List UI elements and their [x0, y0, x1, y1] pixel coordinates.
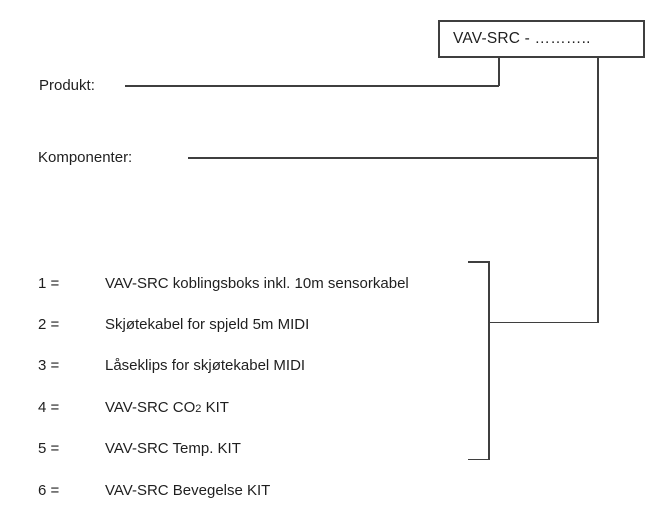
- component-description-text: VAV-SRC koblingsboks inkl. 10m sensorkab…: [105, 274, 409, 292]
- component-row: 2 = Skjøtekabel for spjeld 5m MIDI: [38, 316, 309, 333]
- bracket-connector-line: [489, 321, 598, 323]
- komponenter-label: Komponenter:: [38, 149, 133, 166]
- product-code-box: VAV-SRC - ………..: [438, 20, 645, 58]
- component-row: 3 = Låseklips for skjøtekabel MIDI: [38, 357, 305, 374]
- component-description-text: Låseklips for skjøtekabel MIDI: [105, 357, 306, 375]
- component-description-text: VAV-SRC CO: [105, 398, 196, 416]
- component-description-text: VAV-SRC Bevegelse KIT: [105, 481, 271, 499]
- component-bracket-top-tick: [468, 261, 489, 263]
- component-number: 3 =: [38, 357, 60, 375]
- component-description-subscript: 2: [195, 402, 202, 415]
- component-number: 6 =: [38, 481, 60, 499]
- component-row: 1 = VAV-SRC koblingsboks inkl. 10m sensor…: [38, 275, 409, 292]
- component-row: 5 = VAV-SRC Temp. KIT: [38, 440, 241, 457]
- komponenter-main-vertical-line: [597, 57, 599, 323]
- component-description: Skjøtekabel for spjeld 5m MIDI: [105, 316, 309, 333]
- component-row: 4 = VAV-SRC CO2 KIT: [38, 399, 229, 416]
- component-number: 5 =: [38, 440, 60, 458]
- component-description: VAV-SRC koblingsboks inkl. 10m sensorkab…: [105, 275, 409, 292]
- component-bracket-vertical-line: [488, 261, 490, 460]
- component-number: 4 =: [38, 398, 60, 416]
- component-row: 6 = VAV-SRC Bevegelse KIT: [38, 482, 270, 499]
- component-number: 1 =: [38, 274, 60, 292]
- component-description: Låseklips for skjøtekabel MIDI: [105, 357, 305, 374]
- component-description: VAV-SRC CO2 KIT: [105, 399, 229, 416]
- component-bracket-bottom-tick: [468, 458, 489, 460]
- component-number: 2 =: [38, 315, 60, 333]
- component-description: VAV-SRC Temp. KIT: [105, 440, 241, 457]
- component-description-text: Skjøtekabel for spjeld 5m MIDI: [105, 315, 310, 333]
- component-description-text: KIT: [201, 398, 229, 416]
- produkt-label: Produkt:: [39, 77, 95, 94]
- component-description-text: VAV-SRC Temp. KIT: [105, 440, 241, 458]
- komponenter-horizontal-line: [188, 157, 598, 159]
- produkt-connector-vertical-line: [498, 57, 500, 86]
- component-description: VAV-SRC Bevegelse KIT: [105, 482, 270, 499]
- produkt-connector-horizontal-line: [125, 85, 499, 87]
- product-code-label: VAV-SRC - ………..: [453, 30, 591, 47]
